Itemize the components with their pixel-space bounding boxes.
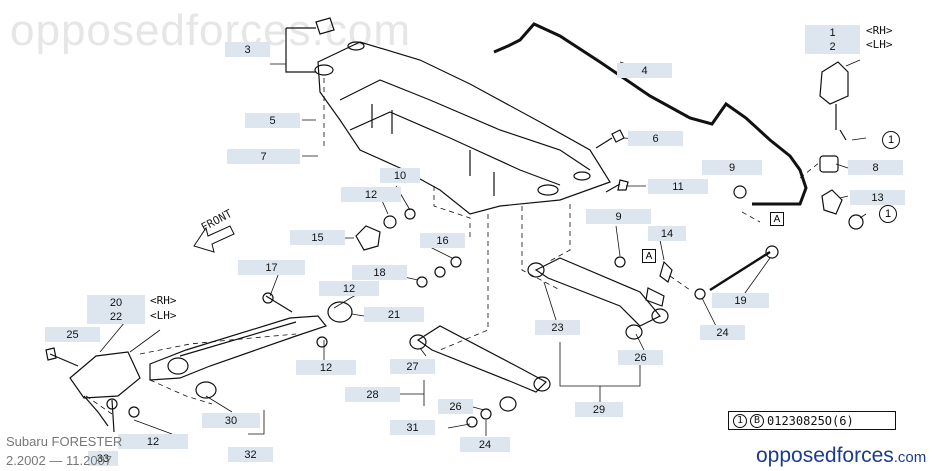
callout-20[interactable]: 20 (87, 295, 145, 310)
lateral-link-28 (416, 325, 547, 393)
front-arrow (193, 225, 235, 253)
bolt-11 (605, 179, 629, 193)
callout-21[interactable]: 21 (364, 307, 424, 322)
clamp-13 (821, 189, 843, 215)
callout-26-right[interactable]: 26 (618, 350, 663, 365)
footer-years: 2.2002 — 11.2007 (6, 453, 113, 468)
callout-25[interactable]: 25 (45, 327, 100, 342)
bolt-17 (265, 295, 293, 313)
bushing-8 (819, 155, 839, 173)
bracket-20-22 (69, 351, 141, 399)
bolt-25 (45, 347, 79, 367)
callout-9-upper[interactable]: 9 (702, 160, 762, 175)
link-14 (659, 260, 673, 283)
lh-label-top: <LH> (866, 38, 893, 51)
callout-12-bracket[interactable]: 12 (118, 434, 188, 449)
callout-13[interactable]: 13 (850, 190, 905, 205)
callout-29[interactable]: 29 (575, 402, 623, 417)
callout-3[interactable]: 3 (225, 42, 270, 57)
callout-15[interactable]: 15 (290, 230, 345, 245)
callout-27[interactable]: 27 (390, 359, 435, 374)
callout-12-upper[interactable]: 12 (341, 187, 401, 202)
callout-5[interactable]: 5 (245, 113, 300, 128)
rh-label-left: <RH> (150, 294, 177, 307)
callout-33[interactable]: 33 (88, 451, 118, 466)
callout-11[interactable]: 11 (648, 179, 708, 194)
part-code: 01230825O(6) (767, 413, 854, 428)
ref-a-upper: A (770, 212, 784, 226)
callout-24-right[interactable]: 24 (700, 325, 745, 340)
watermark: opposedforces.com (10, 6, 411, 55)
callout-17[interactable]: 17 (238, 260, 305, 275)
ref-1-upper: 1 (882, 131, 900, 149)
callout-31[interactable]: 31 (390, 420, 435, 435)
rear-crossmember (317, 41, 611, 215)
brand-tld: .com (893, 449, 927, 466)
ref-1-lower: 1 (879, 205, 897, 223)
callout-32[interactable]: 32 (228, 447, 273, 462)
bolt-33 (111, 399, 115, 433)
footer-model: Subaru FORESTER (6, 434, 123, 449)
callout-8[interactable]: 8 (848, 160, 903, 175)
nut-9-upper (733, 185, 747, 199)
callout-18[interactable]: 18 (352, 265, 407, 280)
callout-1[interactable]: 1 (805, 25, 860, 40)
callout-26-lower[interactable]: 26 (438, 399, 473, 414)
callout-12-bushing[interactable]: 12 (319, 281, 379, 296)
callout-12-nut[interactable]: 12 (296, 360, 356, 375)
stabilizer-bar (493, 22, 808, 206)
circle-b-marker: B (750, 413, 764, 428)
callout-9-lower[interactable]: 9 (586, 209, 651, 224)
callout-2[interactable]: 2 (805, 39, 860, 54)
tie-rod-19 (709, 250, 771, 292)
callout-7[interactable]: 7 (227, 149, 300, 164)
callout-14[interactable]: 14 (648, 226, 686, 241)
callout-16[interactable]: 16 (420, 233, 465, 248)
brand-name: opposedforces (756, 444, 894, 467)
brand-link[interactable]: opposedforces.com (756, 444, 926, 468)
part-code-box: 1 B 01230825O(6) (728, 411, 896, 430)
ref-a-lower: A (642, 249, 656, 263)
circle-1-marker: 1 (733, 413, 747, 428)
bolt-6 (595, 129, 625, 149)
lh-label-left: <LH> (150, 309, 177, 322)
lateral-link-23 (534, 257, 661, 327)
bushing-21 (327, 301, 353, 323)
bump-stop-15 (355, 225, 381, 251)
callout-30[interactable]: 30 (202, 413, 260, 428)
trailing-link-30 (149, 315, 328, 381)
callout-28[interactable]: 28 (345, 387, 400, 402)
callout-6[interactable]: 6 (628, 131, 683, 146)
upper-mount (315, 17, 335, 35)
callout-22[interactable]: 22 (87, 309, 145, 324)
callout-23[interactable]: 23 (535, 320, 580, 335)
callout-24-lower[interactable]: 24 (460, 437, 510, 452)
rh-label-top: <RH> (866, 24, 893, 37)
stabilizer-bracket (819, 61, 849, 105)
callout-4[interactable]: 4 (617, 63, 672, 78)
callout-10[interactable]: 10 (380, 168, 420, 183)
callout-19[interactable]: 19 (712, 293, 769, 308)
